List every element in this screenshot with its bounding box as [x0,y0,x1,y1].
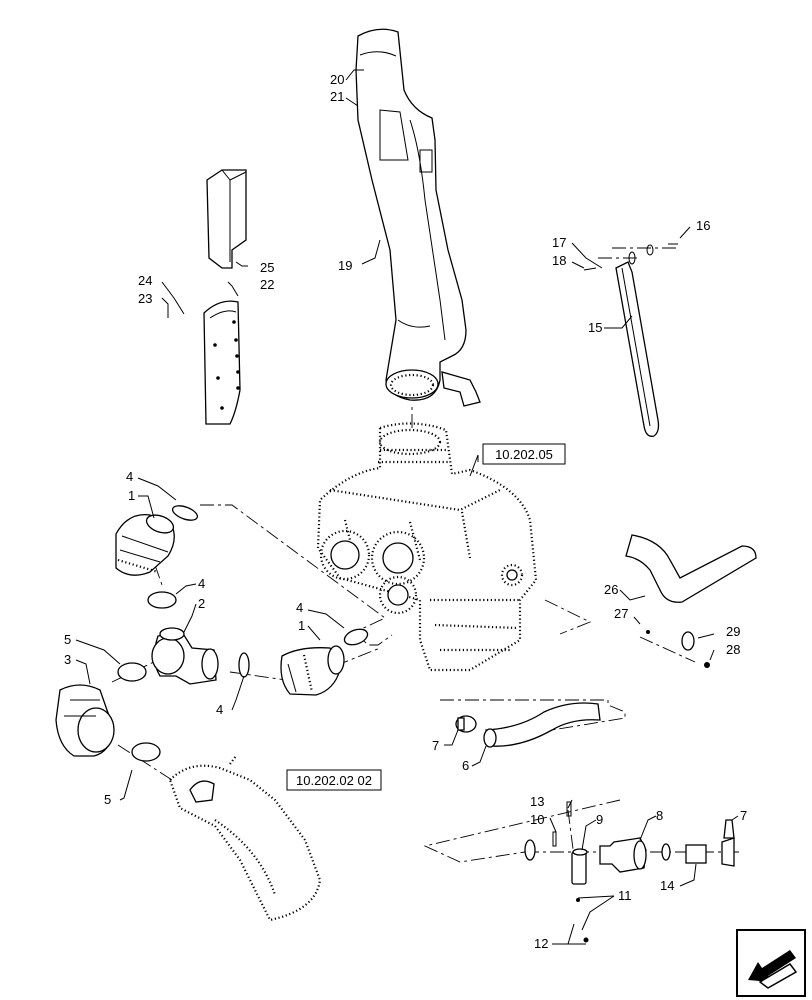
callout-4-bottom: 4 [216,702,223,717]
clamp-5a [117,662,147,682]
callout-5-bottom: 5 [104,792,111,807]
callout-16: 16 [696,218,710,233]
callout-20: 20 [330,72,344,87]
ref-box-filter-assembly[interactable]: 10.202.05 [482,443,566,465]
ref-box-intake-duct[interactable]: 10.202.02 02 [286,769,382,791]
callout-9: 9 [596,812,603,827]
clamp-4b [147,591,177,609]
bolt-27 [646,630,650,634]
leader-lines [75,69,739,945]
callout-7-right: 7 [740,808,747,823]
callout-18: 18 [552,253,566,268]
cap-3 [55,684,115,757]
callout-13: 13 [530,794,544,809]
callout-6: 6 [462,758,469,773]
callout-3: 3 [64,652,71,667]
clamp-7a [455,715,477,733]
callout-4-mid: 4 [198,576,205,591]
callout-8: 8 [656,808,663,823]
lower-right-parts [524,801,735,943]
callout-4-top: 4 [126,469,133,484]
shield-22 [203,300,241,425]
clamp-4d [343,628,369,646]
callout-25: 25 [260,260,274,275]
callout-7-left: 7 [432,738,439,753]
nut-28 [704,662,710,668]
callout-28: 28 [726,642,740,657]
clamp-5b [131,742,161,762]
callout-17: 17 [552,235,566,250]
shield-25 [206,169,247,269]
clip-29 [681,631,695,651]
callout-12: 12 [534,936,548,951]
elbow-1-lower [280,645,345,696]
callout-27: 27 [614,606,628,621]
callout-15: 15 [588,320,602,335]
callout-26: 26 [604,582,618,597]
callout-11: 11 [618,888,632,903]
air-filter-housing [316,422,538,672]
tee-2 [151,627,219,685]
callout-23: 23 [138,291,152,306]
callout-5-top: 5 [64,632,71,647]
intake-tube-19 [355,28,481,407]
callout-29: 29 [726,624,740,639]
ref-label-filter-assembly: 10.202.05 [495,447,553,462]
callout-1-top: 1 [128,488,135,503]
hose-6 [483,702,601,748]
callout-22: 22 [260,277,274,292]
callout-10: 10 [530,812,544,827]
callout-19: 19 [338,258,352,273]
callout-14: 14 [660,878,674,893]
intake-duct [168,755,322,922]
callout-4-right: 4 [296,600,303,615]
callout-24: 24 [138,273,152,288]
callout-1-right: 1 [298,618,305,633]
back-arrow-icon[interactable] [736,929,806,997]
callout-numbers: 20 21 19 25 22 24 23 17 18 16 15 4 1 4 2… [64,72,747,951]
clamp-4a [171,505,199,521]
callout-21: 21 [330,89,344,104]
clamp-4c [238,652,250,678]
callout-2: 2 [198,596,205,611]
ref-label-intake-duct: 10.202.02 02 [296,773,372,788]
rod-15 [583,243,678,437]
hose-26 [625,534,757,603]
elbow-1-upper [115,513,175,576]
